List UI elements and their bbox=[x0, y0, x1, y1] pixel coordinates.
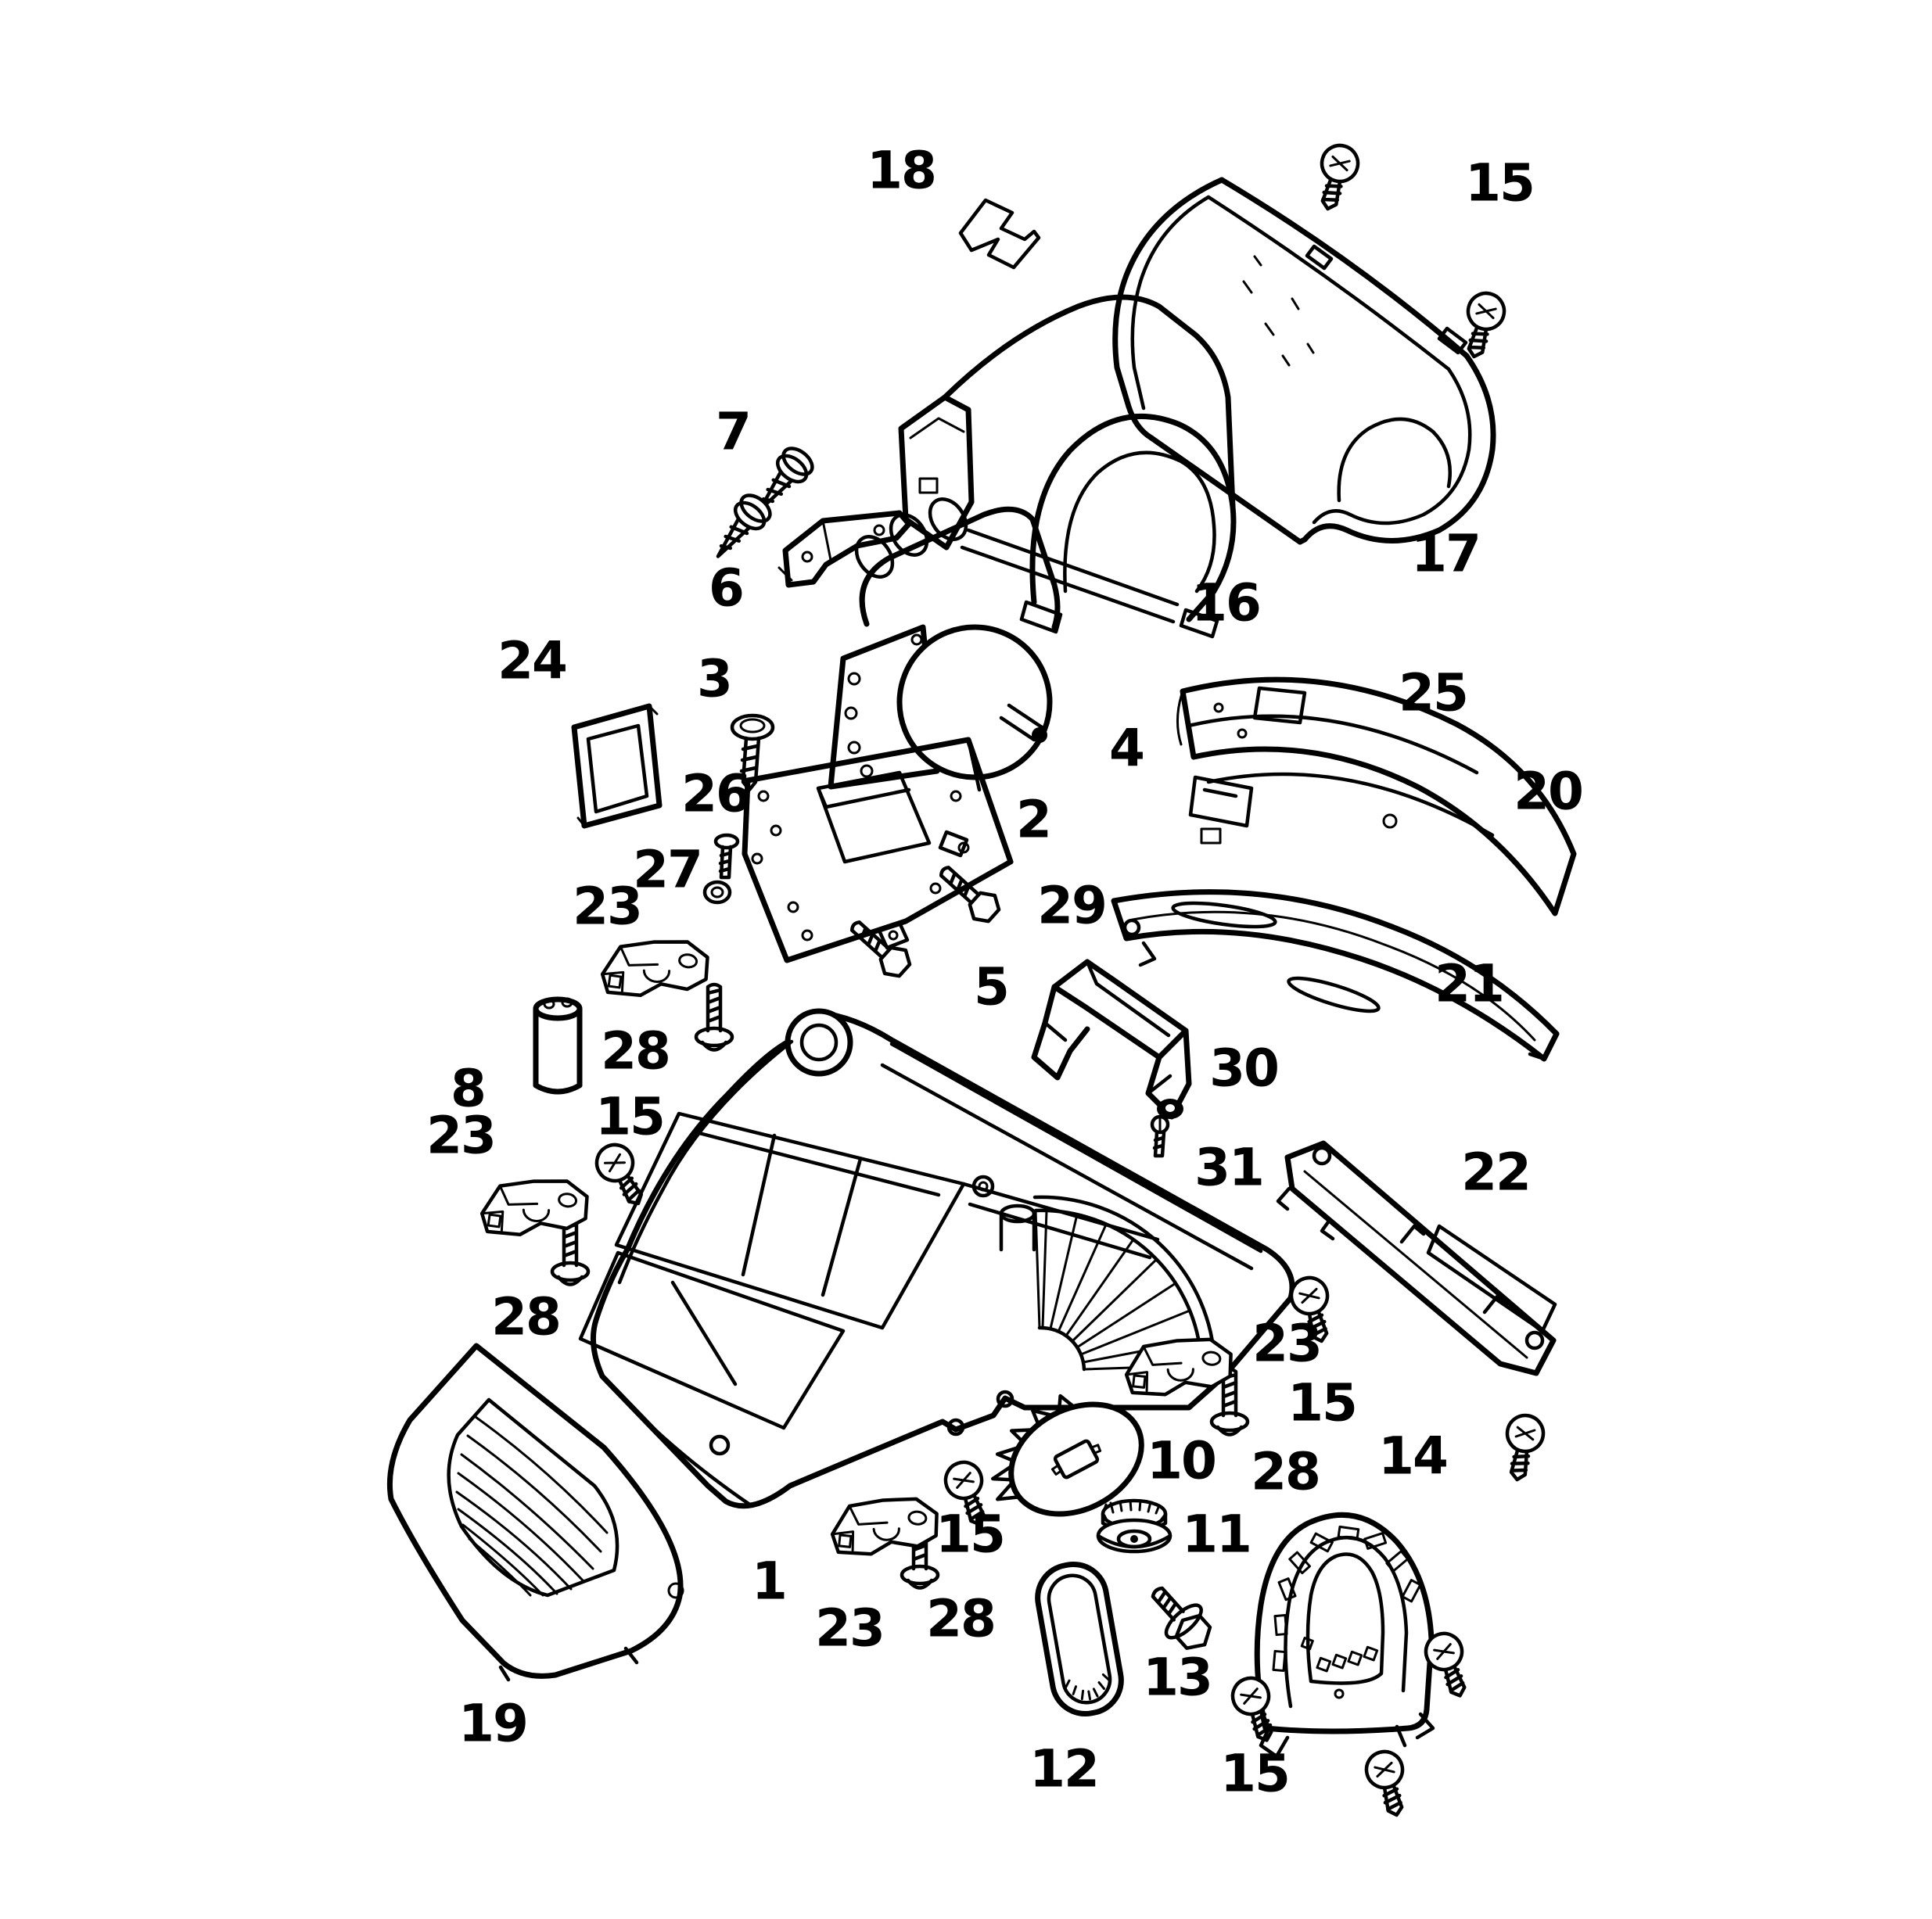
part-number-label: 28 bbox=[601, 1021, 670, 1081]
part-number-label: 11 bbox=[1182, 1505, 1251, 1565]
part-number-label: 15 bbox=[1220, 1744, 1289, 1804]
part-30-nut bbox=[1157, 1099, 1183, 1119]
part-8-capacitor bbox=[533, 996, 583, 1095]
part-number-label: 27 bbox=[633, 840, 702, 900]
part-29-bracket bbox=[1031, 959, 1192, 1120]
part-number-label: 10 bbox=[1147, 1431, 1216, 1491]
part-number-label: 28 bbox=[926, 1589, 995, 1649]
part-number-label: 23 bbox=[815, 1598, 884, 1659]
part-23-latch bbox=[831, 1490, 939, 1562]
part-31-screw bbox=[1150, 1114, 1170, 1158]
part-number-label: 1 bbox=[752, 1551, 786, 1612]
part-number-label: 8 bbox=[451, 1059, 485, 1119]
part-7-screw bbox=[705, 490, 774, 567]
part-number-label: 26 bbox=[681, 764, 750, 824]
part-15-screw bbox=[1499, 1412, 1546, 1483]
part-15-screw bbox=[591, 1139, 654, 1213]
part-28-screw bbox=[552, 1219, 588, 1285]
part-number-label: 22 bbox=[1461, 1142, 1530, 1203]
part-number-label: 14 bbox=[1378, 1426, 1447, 1487]
part-number-label: 28 bbox=[1251, 1442, 1320, 1502]
part-number-label: 16 bbox=[1191, 573, 1260, 633]
part-number-label: 23 bbox=[426, 1106, 495, 1166]
part-10-drive-sprocket bbox=[991, 1394, 1144, 1517]
part-number-label: 25 bbox=[1399, 663, 1467, 723]
part-number-label: 31 bbox=[1194, 1138, 1263, 1198]
part-number-label: 30 bbox=[1209, 1038, 1278, 1099]
part-number-label: 15 bbox=[595, 1087, 664, 1147]
part-1-main-housing bbox=[578, 1008, 1295, 1509]
part-24-frame bbox=[571, 703, 663, 829]
part-23-latch bbox=[600, 931, 711, 1006]
part-15-screw bbox=[1363, 1748, 1414, 1820]
part-number-label: 3 bbox=[697, 649, 731, 709]
part-number-label: 29 bbox=[1037, 876, 1106, 936]
part-12-belt bbox=[1035, 1561, 1124, 1717]
part-22-rail bbox=[1276, 1140, 1557, 1376]
part-number-label: 19 bbox=[458, 1694, 527, 1754]
part-25-label-plate bbox=[1252, 686, 1307, 725]
part-15-screw bbox=[1310, 142, 1362, 213]
part-number-label: 13 bbox=[1143, 1648, 1212, 1708]
part-16-motor-housing bbox=[898, 294, 1237, 639]
part-number-label: 28 bbox=[491, 1287, 560, 1347]
part-number-label: 18 bbox=[867, 141, 935, 201]
parts-artwork bbox=[386, 142, 1577, 1820]
part-3-screw bbox=[730, 713, 775, 792]
part-number-label: 17 bbox=[1411, 524, 1480, 584]
part-11-pulley bbox=[1096, 1498, 1172, 1554]
part-number-label: 23 bbox=[1252, 1314, 1321, 1374]
part-number-label: 2 bbox=[1016, 790, 1050, 850]
part-13-bolt bbox=[1151, 1586, 1212, 1650]
part-17-top-cover bbox=[1112, 177, 1496, 545]
part-21-deflector-blade bbox=[1111, 889, 1560, 1062]
part-6-bracket bbox=[777, 510, 912, 588]
part-4-motor bbox=[828, 497, 1061, 790]
part-number-label: 5 bbox=[974, 957, 1008, 1017]
part-number-label: 7 bbox=[716, 402, 750, 462]
part-20-deflector bbox=[1176, 676, 1577, 916]
part-number-label: 23 bbox=[573, 877, 641, 937]
part-number-label: 15 bbox=[1287, 1373, 1356, 1433]
part-number-label: 21 bbox=[1435, 954, 1503, 1014]
part-27-washer bbox=[702, 880, 732, 905]
part-number-label: 15 bbox=[1465, 153, 1534, 213]
part-26-screw bbox=[713, 833, 740, 880]
part-28-screw bbox=[696, 985, 732, 1050]
part-23-latch bbox=[1125, 1331, 1234, 1402]
part-number-label: 12 bbox=[1029, 1739, 1098, 1799]
part-15-screw bbox=[1228, 1673, 1284, 1747]
part-number-label: 4 bbox=[1109, 719, 1144, 779]
part-number-label: 24 bbox=[497, 631, 566, 691]
part-18-clip bbox=[958, 198, 1041, 270]
part-number-label: 15 bbox=[935, 1505, 1004, 1565]
part-number-label: 20 bbox=[1514, 762, 1582, 822]
part-14-belt-cover bbox=[1254, 1512, 1435, 1759]
part-19-grille-cover bbox=[386, 1343, 684, 1682]
part-number-label: 6 bbox=[709, 558, 743, 619]
